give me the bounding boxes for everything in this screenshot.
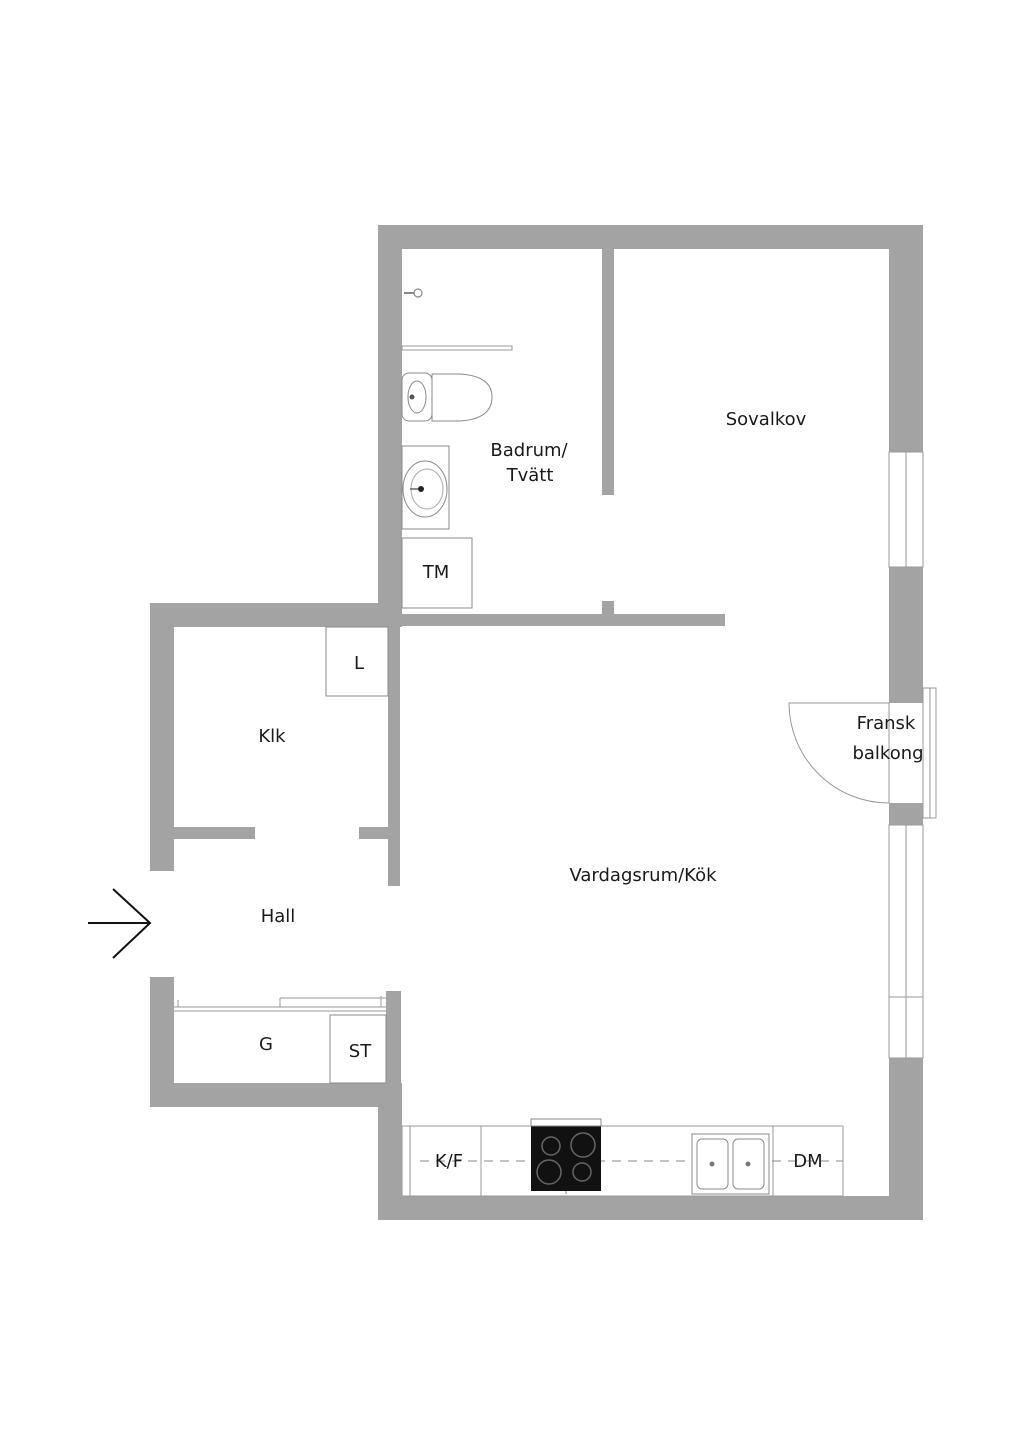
kitchen-counter [401, 1125, 844, 1197]
appliance-label-kf: K/F [435, 1151, 463, 1172]
room-label-badrum: Badrum/ [490, 440, 568, 461]
interior-walls [160, 249, 725, 1083]
room-label-vardagsrum-kok: Vardagsrum/Kök [569, 865, 717, 886]
room-label-fransk: Fransk [857, 713, 916, 734]
sink-icon [401, 445, 450, 530]
storage-units [174, 626, 389, 1084]
room-label-tm: TM [422, 562, 450, 583]
windows [888, 451, 924, 1059]
shower-screen [401, 345, 513, 351]
room-label-st: ST [349, 1041, 372, 1062]
room-label-g: G [259, 1034, 273, 1055]
room-label-l: L [354, 653, 364, 674]
entrance-arrow-icon [88, 888, 152, 959]
kitchen-sink-icon [691, 1133, 770, 1195]
outer-walls [150, 225, 923, 1220]
room-label-hall: Hall [261, 906, 296, 927]
balcony-door[interactable] [788, 687, 937, 819]
toilet-icon [401, 372, 493, 422]
washing-machine [401, 537, 473, 609]
room-label-sovalkov: Sovalkov [726, 409, 807, 430]
room-label-tvatt: Tvätt [506, 465, 554, 486]
room-label-klk: Klk [258, 726, 286, 747]
appliance-label-dm: DM [793, 1151, 822, 1172]
bathroom-fixtures [401, 288, 513, 609]
room-label-balkong: balkong [852, 743, 923, 764]
shower-head-icon [404, 288, 423, 298]
stove-icon [530, 1118, 602, 1194]
